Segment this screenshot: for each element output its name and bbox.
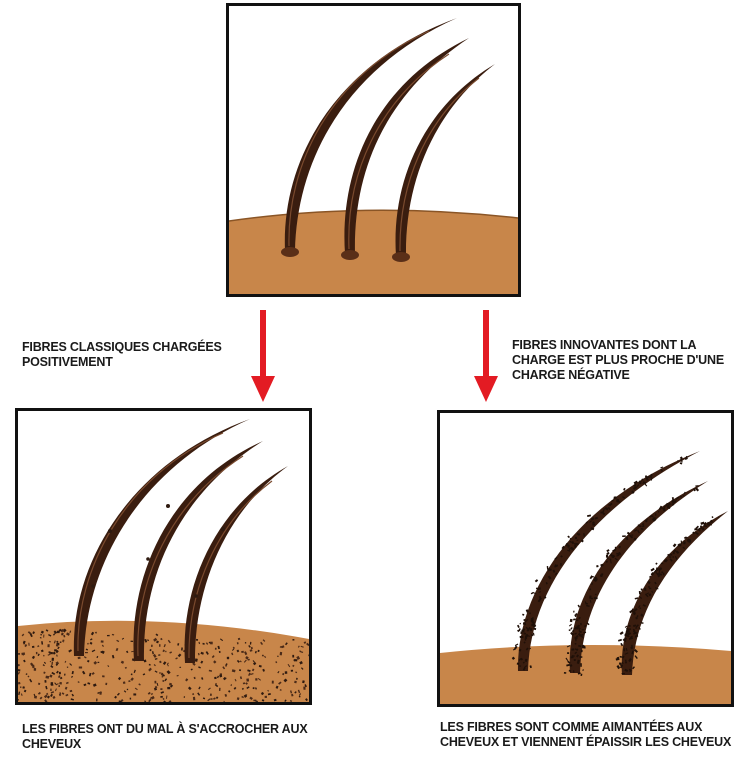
panel-innovative-fibers <box>437 410 734 707</box>
panel-classic-fibers <box>15 408 312 705</box>
scalp <box>440 645 731 704</box>
arrow-down-icon <box>250 310 276 404</box>
arrow-down-icon <box>473 310 499 404</box>
caption-classic-result: LES FIBRES ONT DU MAL À S'ACCROCHER AUX … <box>22 722 322 752</box>
scalp <box>18 621 309 702</box>
hair-illustration-clean <box>229 6 518 294</box>
panel-hair-before <box>226 3 521 297</box>
caption-innovative-result: LES FIBRES SONT COMME AIMANTÉES AUX CHEV… <box>440 720 740 750</box>
attached-hair-fibers <box>512 456 720 676</box>
hair-illustration-fibers-hair <box>440 413 731 704</box>
label-classic-fibers: FIBRES CLASSIQUES CHARGÉES POSITIVEMENT <box>22 340 242 370</box>
label-innovative-fibers: FIBRES INNOVANTES DONT LA CHARGE EST PLU… <box>512 338 742 383</box>
hair-illustration-fibers-scalp <box>18 411 309 702</box>
scalp <box>229 210 518 294</box>
